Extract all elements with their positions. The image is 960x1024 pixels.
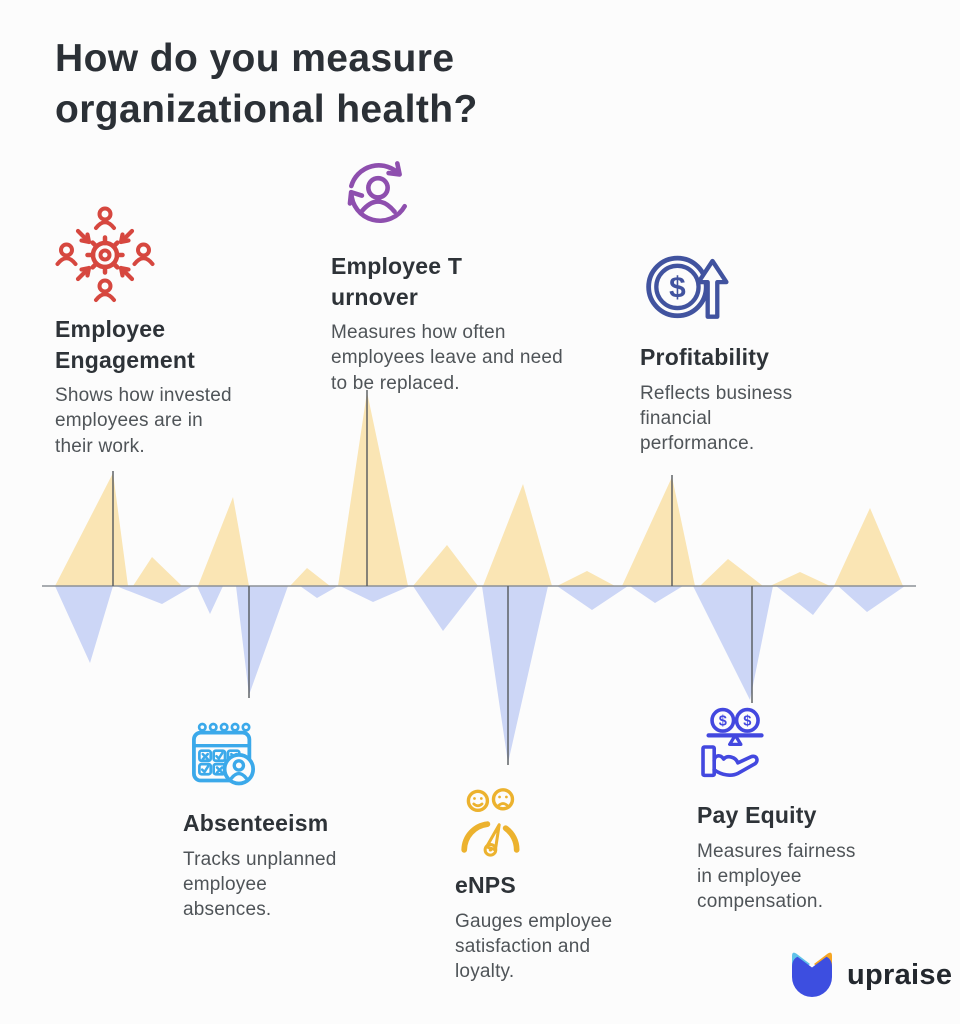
metric-card-profitability: $ Profitability Reflects business financ…: [640, 236, 850, 456]
metric-description: Reflects business financial performance.: [640, 382, 793, 455]
metric-description: Measures fairness in employee compensati…: [697, 840, 856, 913]
people-network-icon: [55, 204, 295, 306]
metric-description: Tracks unplanned employee absences.: [183, 848, 337, 921]
page-title: How do you measure organizational health…: [55, 37, 478, 131]
metric-description: Gauges employee satisfaction and loyalty…: [455, 910, 613, 983]
calendar-attendance-icon: [183, 714, 388, 800]
upraise-logo: upraise: [786, 946, 952, 1005]
upraise-logo-text: upraise: [847, 959, 953, 991]
upraise-logo-mark-icon: [786, 946, 838, 1005]
metric-title: Profitability: [640, 344, 770, 370]
dollar-glyph: $: [743, 714, 751, 730]
metric-title: eNPS: [455, 872, 516, 898]
metric-card-enps: eNPS Gauges employee satisfaction and lo…: [455, 786, 660, 984]
logo-body: [792, 956, 832, 997]
metric-description: Shows how invested employees are in thei…: [55, 385, 232, 457]
metric-card-absenteeism: Absenteeism Tracks unplanned employee ab…: [183, 714, 388, 922]
metric-description: Measures how often employees leave and n…: [331, 322, 563, 394]
satisfaction-gauge-icon: [455, 786, 660, 862]
person-cycle-icon: [331, 151, 603, 243]
metric-title: Pay Equity: [697, 802, 817, 828]
metric-card-payequity: $ $ Pay Equity Measures fairness in empl…: [697, 702, 912, 914]
metric-card-turnover: Employee T urnover Measures how often em…: [331, 151, 603, 396]
coin-growth-icon: $: [640, 236, 850, 334]
metric-card-engagement: Employee Engagement Shows how invested e…: [55, 204, 295, 459]
metric-title: Employee Engagement: [55, 316, 196, 373]
metric-title: Absenteeism: [183, 810, 329, 836]
metric-title: Employee T urnover: [331, 253, 463, 310]
dollar-glyph: $: [719, 714, 727, 730]
dollar-glyph: $: [669, 271, 686, 304]
pay-balance-icon: $ $: [697, 702, 912, 792]
